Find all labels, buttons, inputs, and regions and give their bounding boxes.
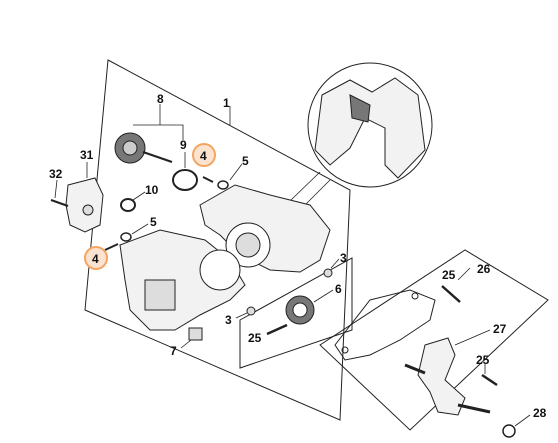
highlight-4-upper bbox=[192, 143, 216, 167]
callout-3-lower: 3 bbox=[225, 313, 232, 327]
leader-10 bbox=[132, 191, 146, 201]
leader-3-upper bbox=[330, 258, 340, 269]
pin-4-lower bbox=[104, 243, 119, 251]
screw-25-crank bbox=[481, 373, 498, 387]
screw-25-bearing bbox=[266, 323, 288, 336]
highlight-4-lower bbox=[84, 246, 108, 270]
detail-rib bbox=[349, 94, 371, 123]
crankshaft-27 bbox=[417, 337, 466, 416]
crankcase-left-boss bbox=[144, 279, 176, 311]
leader-7 bbox=[180, 339, 192, 349]
callout-26: 26 bbox=[477, 262, 491, 276]
callout-25-crank: 25 bbox=[476, 353, 490, 367]
crankshaft-stub-left bbox=[404, 363, 426, 375]
screw-32 bbox=[50, 199, 69, 207]
callout-4-upper: 4 bbox=[200, 149, 207, 163]
leader-6 bbox=[313, 289, 334, 303]
cover-31 bbox=[65, 177, 104, 233]
oil-pump-shaft bbox=[142, 151, 173, 163]
washer-5-lower bbox=[120, 232, 132, 242]
ring-28 bbox=[502, 424, 516, 438]
gasket-hole-2 bbox=[411, 292, 419, 300]
leader-8-bracket bbox=[133, 124, 184, 140]
plug-3-lower bbox=[246, 306, 256, 316]
callout-5-upper: 5 bbox=[242, 154, 249, 168]
crankcase-left-bore bbox=[199, 249, 241, 291]
leader-28 bbox=[514, 414, 531, 427]
callout-28: 28 bbox=[533, 406, 547, 420]
detail-casting bbox=[314, 77, 426, 179]
callout-6: 6 bbox=[335, 282, 342, 296]
callout-5-lower: 5 bbox=[150, 215, 157, 229]
callout-4-lower: 4 bbox=[92, 252, 99, 266]
crankcase-right-bore-inner bbox=[235, 232, 261, 258]
leader-5-lower bbox=[131, 223, 149, 235]
leader-3-lower bbox=[235, 312, 248, 319]
callout-7: 7 bbox=[170, 344, 177, 358]
bearing-group-outline bbox=[239, 257, 353, 369]
washer-5-upper bbox=[217, 180, 229, 190]
screw-25-gasket bbox=[441, 285, 461, 303]
gasket-hole-1 bbox=[341, 346, 349, 354]
callout-3-upper: 3 bbox=[340, 251, 347, 265]
plug-3-upper bbox=[323, 268, 333, 278]
leader-27 bbox=[454, 329, 491, 346]
crankcase-right-half bbox=[199, 184, 331, 273]
callout-25-gasket: 25 bbox=[442, 268, 456, 282]
leader-5-upper bbox=[229, 163, 243, 181]
oil-pump-hub bbox=[122, 140, 138, 156]
callout-27: 27 bbox=[493, 322, 507, 336]
sleeve-7 bbox=[188, 327, 203, 341]
leader-32 bbox=[54, 179, 58, 199]
leader-26 bbox=[457, 267, 471, 281]
callout-1: 1 bbox=[223, 96, 230, 110]
bearing-6-inner bbox=[292, 302, 308, 318]
gasket-group-outline bbox=[319, 249, 549, 431]
gasket-26 bbox=[334, 289, 436, 361]
o-ring-9 bbox=[172, 169, 198, 191]
cover-31-hole bbox=[82, 204, 94, 216]
pin-4-upper bbox=[202, 176, 214, 183]
callout-9: 9 bbox=[180, 138, 187, 152]
callout-32: 32 bbox=[49, 167, 63, 181]
crankshaft-stub-right bbox=[457, 403, 491, 414]
callout-31: 31 bbox=[80, 148, 94, 162]
callout-25-bearing: 25 bbox=[248, 331, 262, 345]
callout-8: 8 bbox=[157, 92, 164, 106]
callout-10: 10 bbox=[145, 183, 159, 197]
washer-10 bbox=[120, 198, 136, 212]
